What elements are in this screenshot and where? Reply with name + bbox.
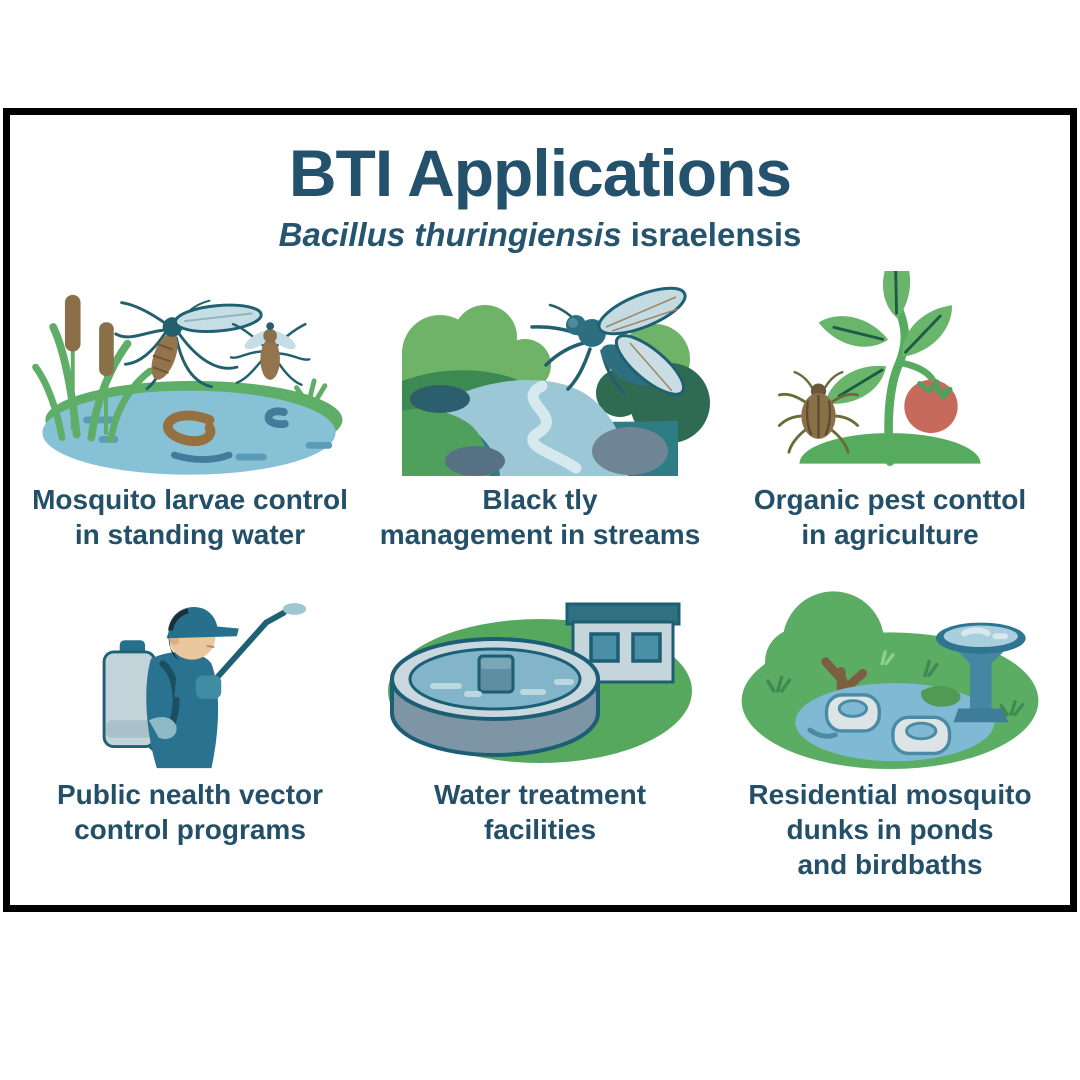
card-water-treatment: Water treatment facilities xyxy=(368,566,712,882)
pond-mosquitoes-illustration xyxy=(32,294,343,475)
card-vector-control: Public nealth vector control programs xyxy=(18,566,362,882)
caption-black-fly: Black tly management in streams xyxy=(379,484,701,550)
card-mosquito-larvae: Mosquito larvae control in standing wate… xyxy=(18,271,362,552)
pond-birdbath-illustration xyxy=(741,591,1039,770)
caption-mosquito-dunks: Residential mosquito dunks in ponds and … xyxy=(748,779,1032,880)
card-mosquito-dunks: Residential mosquito dunks in ponds and … xyxy=(718,566,1062,882)
caption-mosquito-larvae: Mosquito larvae control in standing wate… xyxy=(32,484,348,550)
subtitle-italic-part: Bacillus thuringiensis xyxy=(278,216,622,254)
plant-beetle-illustration xyxy=(777,271,981,466)
stream-blackfly-illustration xyxy=(402,286,710,476)
caption-organic-pest: Organic pest conttol in agriculture xyxy=(753,484,1027,550)
card-organic-pest: Organic pest conttol in agriculture xyxy=(718,271,1062,552)
sprayer-worker-illustration xyxy=(102,603,307,769)
header: BTI Applications Bacillus thuringiensis … xyxy=(10,136,1070,254)
caption-vector-control: Public nealth vector control programs xyxy=(56,779,324,845)
cards-grid: Mosquito larvae control in standing wate… xyxy=(18,271,1062,882)
page-subtitle: Bacillus thuringiensis israelensis xyxy=(10,216,1070,254)
page-title: BTI Applications xyxy=(288,136,792,210)
subtitle-regular-part: israelensis xyxy=(621,216,802,254)
treatment-tank-illustration xyxy=(388,602,692,763)
card-black-fly: Black tly management in streams xyxy=(368,271,712,552)
infographic-frame: BTI Applications Bacillus thuringiensis … xyxy=(3,108,1077,912)
caption-water-treatment: Water treatment facilities xyxy=(433,779,647,845)
